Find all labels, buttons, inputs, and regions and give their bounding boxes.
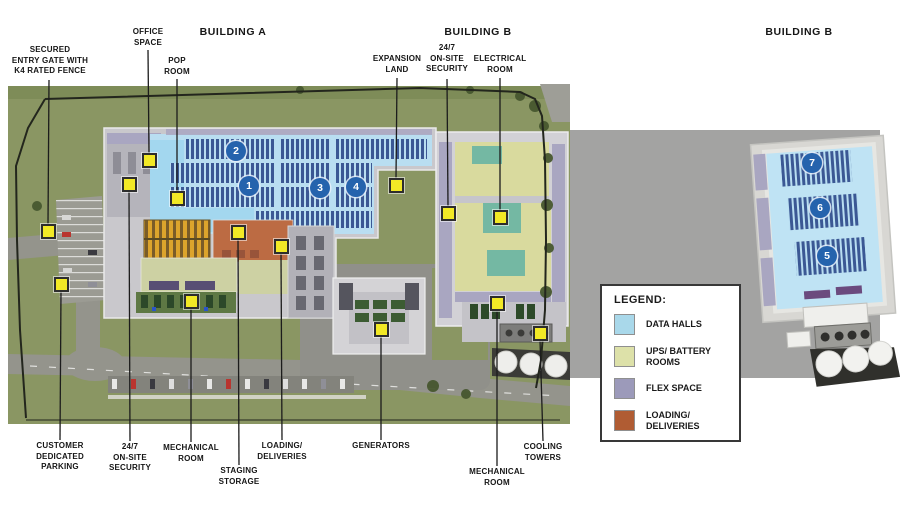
callout-onsite-security-bottom: 24/7 ON-SITE SECURITY	[108, 442, 152, 472]
callout-loading-deliveries: LOADING/ DELIVERIES	[257, 441, 307, 461]
marker-loading-deliveries	[273, 238, 289, 254]
legend-item-ups-battery: UPS/ BATTERY ROOMS	[614, 346, 729, 367]
marker-secured-entry-gate	[40, 223, 56, 239]
marker-electrical-room	[492, 209, 508, 225]
marker-onsite-security-bottom	[121, 176, 137, 192]
legend-item-label: UPS/ BATTERY ROOMS	[646, 346, 712, 367]
data-hall-number-4: 4	[346, 177, 366, 197]
cooling-towers-b-main	[494, 350, 568, 378]
marker-office-space	[141, 152, 157, 168]
callout-mechanical-room-b: MECHANICAL ROOM	[469, 467, 525, 487]
callout-mechanical-room-a: MECHANICAL ROOM	[163, 443, 219, 463]
data-hall-number-5: 5	[817, 246, 837, 266]
callout-expansion-land: EXPANSION LAND	[372, 54, 422, 74]
marker-staging-storage	[230, 224, 246, 240]
callout-office-space: OFFICE SPACE	[132, 27, 164, 47]
marker-pop-room	[169, 190, 185, 206]
data-hall-number-6: 6	[810, 198, 830, 218]
building-b-detail-title: BUILDING B	[765, 26, 833, 38]
annex-block	[287, 225, 335, 319]
ups-battery-swatch	[614, 346, 635, 367]
data-hall-number-3: 3	[310, 178, 330, 198]
marker-expansion-land	[388, 177, 404, 193]
legend-item-flex-space: FLEX SPACE	[614, 378, 729, 399]
data-hall-number-7: 7	[802, 153, 822, 173]
legend-item-loading-deliveries: LOADING/ DELIVERIES	[614, 410, 729, 431]
callout-onsite-security-top: 24/7 ON-SITE SECURITY	[425, 43, 469, 73]
legend-title: LEGEND:	[614, 294, 667, 306]
cooling-towers-b-detail	[815, 340, 893, 378]
marker-generators	[373, 321, 389, 337]
legend-item-label: FLEX SPACE	[646, 383, 702, 394]
marker-customer-parking	[53, 276, 69, 292]
building-b-main-title: BUILDING B	[444, 26, 512, 38]
callout-pop-room: POP ROOM	[164, 56, 190, 76]
building-a-title: BUILDING A	[199, 26, 267, 38]
building-b-detail	[749, 134, 900, 387]
legend-item-label: LOADING/ DELIVERIES	[646, 410, 700, 431]
callout-lines	[47, 49, 544, 466]
loading-deliveries-swatch	[614, 410, 635, 431]
callout-electrical-room: ELECTRICAL ROOM	[473, 54, 527, 74]
legend-item-label: DATA HALLS	[646, 319, 702, 330]
customer-parking-lot	[56, 196, 106, 304]
marker-onsite-security-top	[440, 205, 456, 221]
callout-customer-parking: CUSTOMER DEDICATED PARKING	[36, 441, 84, 471]
generator-yard-building	[332, 277, 426, 355]
data-hall-number-1: 1	[239, 176, 259, 196]
flex-space-swatch	[614, 378, 635, 399]
marker-mechanical-room-a	[183, 293, 199, 309]
building-a	[103, 127, 437, 319]
callout-generators: GENERATORS	[352, 441, 410, 450]
legend-item-data-halls: DATA HALLS	[614, 314, 729, 335]
legend-box: LEGEND: DATA HALLS UPS/ BATTERY ROOMS FL…	[600, 284, 741, 442]
data-hall-number-2: 2	[226, 141, 246, 161]
marker-mechanical-room-b	[489, 295, 505, 311]
marker-cooling-towers	[532, 325, 548, 341]
callout-staging-storage: STAGING STORAGE	[218, 466, 260, 486]
data-halls-swatch	[614, 314, 635, 335]
callout-cooling-towers: COOLING TOWERS	[523, 442, 563, 462]
callout-secured-entry-gate: SECURED ENTRY GATE WITH K4 RATED FENCE	[11, 45, 89, 75]
